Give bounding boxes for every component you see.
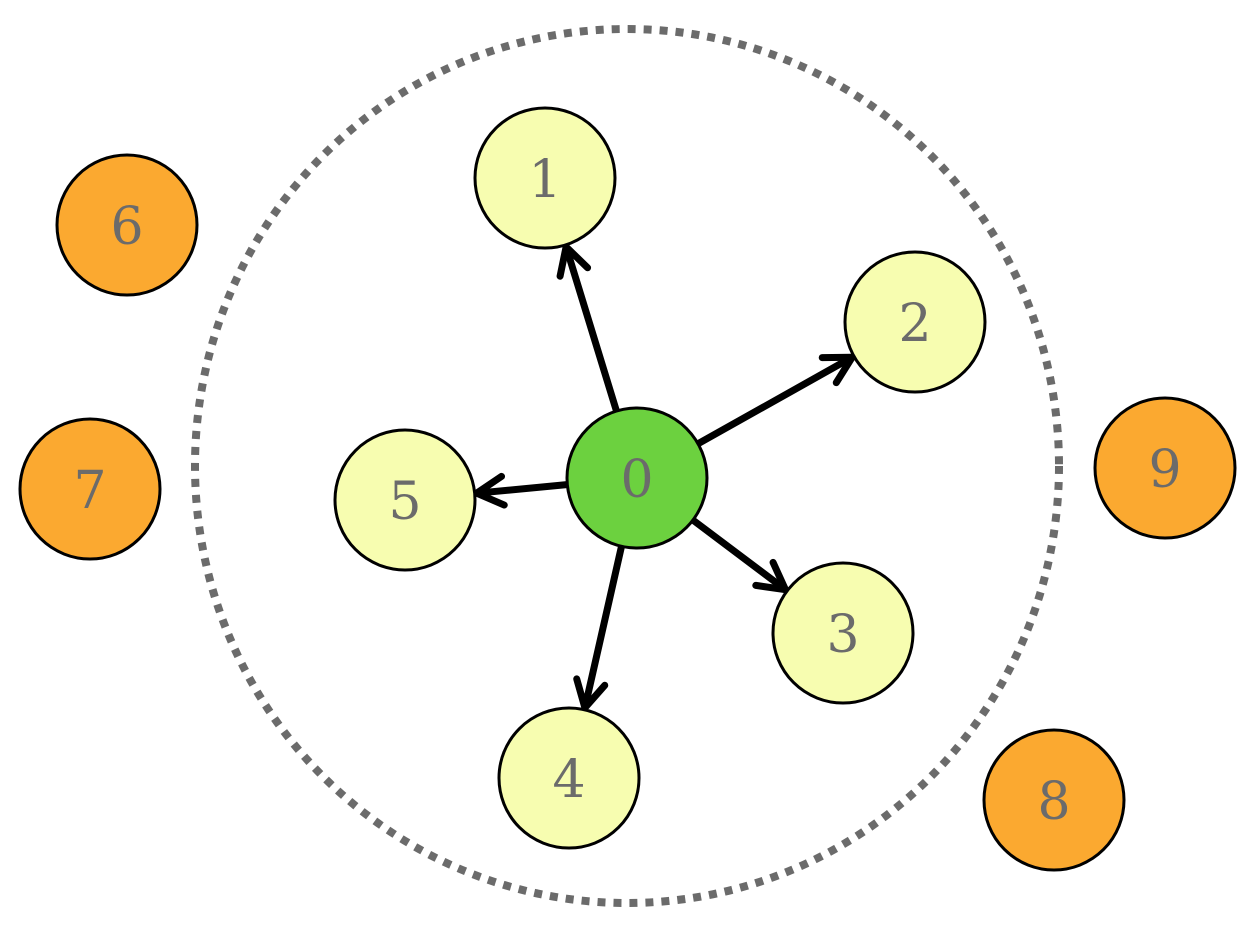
node-label: 0 (620, 450, 653, 510)
edge-0-2 (692, 353, 856, 449)
edge-arrowhead (752, 558, 789, 594)
node-9: 9 (1093, 396, 1237, 540)
edge-0-1 (556, 243, 621, 417)
nodes: 0 1 2 3 4 5 6 7 8 9 (18, 106, 1237, 872)
node-label: 9 (1148, 440, 1181, 500)
center-node-circle (565, 406, 709, 550)
neighbor-node-circle (843, 250, 987, 394)
node-7: 7 (18, 417, 162, 561)
neighbor-node-circle (473, 106, 617, 250)
node-label: 6 (110, 197, 143, 257)
node-1: 1 (473, 106, 617, 250)
node-0: 0 (565, 406, 709, 550)
node-label: 5 (388, 472, 421, 532)
node-label: 2 (898, 294, 931, 354)
node-2: 2 (843, 250, 987, 394)
neighbor-node-circle (771, 561, 915, 705)
outer-node-circle (982, 728, 1126, 872)
edge-line (473, 480, 573, 497)
node-label: 3 (826, 605, 859, 665)
outer-node-circle (1093, 396, 1237, 540)
node-label: 1 (528, 150, 561, 210)
neighborhood-boundary (191, 25, 1063, 907)
edge-arrowhead (556, 243, 592, 280)
outer-node-circle (18, 417, 162, 561)
edge-0-4 (573, 540, 626, 712)
edge-line (692, 353, 856, 449)
node-3: 3 (771, 561, 915, 705)
edge-arrowhead (818, 353, 856, 387)
edge-line (562, 243, 621, 417)
outer-node-circle (55, 153, 199, 297)
edge-0-5 (473, 472, 573, 509)
node-6: 6 (55, 153, 199, 297)
node-8: 8 (982, 728, 1126, 872)
node-5: 5 (333, 428, 477, 572)
neighbor-node-circle (333, 428, 477, 572)
node-label: 4 (552, 750, 585, 810)
node-4: 4 (497, 706, 641, 850)
edge-line (687, 515, 789, 594)
node-label: 8 (1037, 772, 1070, 832)
edge-line (581, 540, 626, 712)
neighbor-node-circle (497, 706, 641, 850)
edge-0-3 (687, 515, 789, 594)
edge-arrowhead (573, 675, 609, 712)
node-label: 7 (73, 461, 106, 521)
edge-arrowhead (473, 472, 508, 509)
edges (473, 243, 856, 712)
